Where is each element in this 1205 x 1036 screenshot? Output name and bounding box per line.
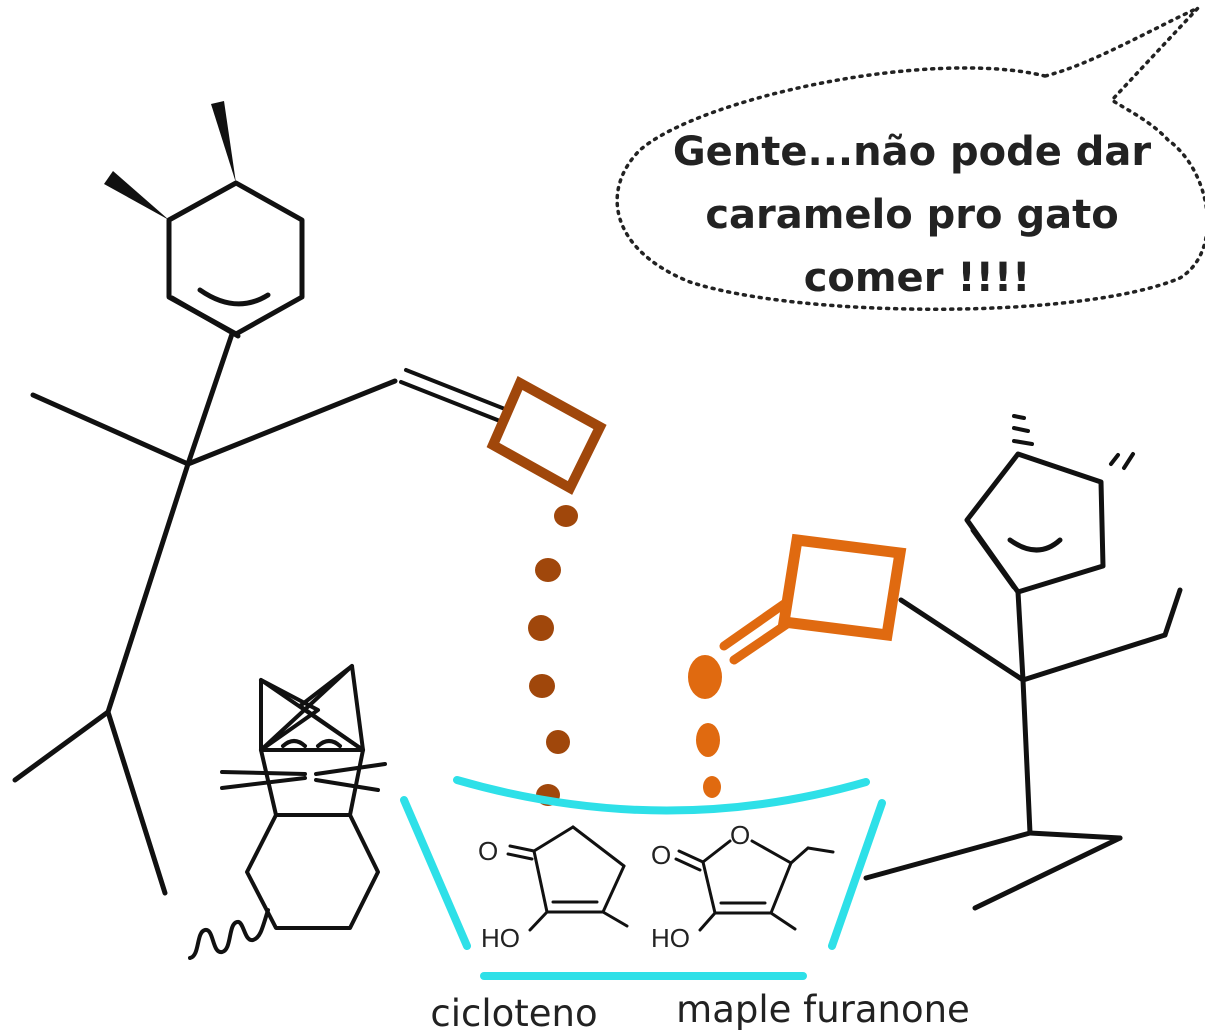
- cat-whisker-4: [314, 778, 380, 792]
- dark-caramel-drops: [528, 505, 578, 806]
- dark-drop-2: [535, 558, 561, 582]
- left-figure-hand-bond-1: [404, 368, 512, 413]
- furanone-bond-c3-c2: [701, 860, 717, 915]
- cat-tail: [188, 908, 270, 960]
- right-figure-hash-1: [1012, 414, 1026, 420]
- cat: [188, 664, 387, 960]
- left-figure-leg-left: [12, 709, 111, 783]
- furanone-ring-o: O: [730, 820, 750, 850]
- furanone-bond-methyl: [769, 911, 797, 931]
- left-figure-leg-right: [105, 709, 168, 896]
- right-figure-hash-3: [1012, 439, 1034, 446]
- bowl-side-left: [400, 796, 471, 950]
- right-figure-hash-2: [1012, 426, 1030, 433]
- cicloteno-carbonyl-o: O: [478, 836, 498, 866]
- right-caramel-group: [719, 533, 907, 665]
- left-figure-wedge-top: [211, 101, 236, 183]
- furanone-bond-ethyl-2: [806, 846, 835, 854]
- right-figure-leg-left: [863, 830, 1033, 881]
- light-drop-3: [703, 776, 721, 798]
- left-figure-wedge-left: [104, 171, 169, 220]
- furanone-bond-c5-c4: [769, 861, 793, 915]
- right-figure-hash-4: [1109, 453, 1120, 466]
- cat-eye-left: [281, 739, 307, 748]
- cat-head-cross-2: [259, 678, 365, 752]
- furanone-bond-ethyl-1: [789, 846, 810, 865]
- right-figure-head-ring: [964, 451, 1106, 595]
- left-caramel-square: [486, 375, 607, 495]
- dark-drop-1: [554, 505, 578, 527]
- cicloteno-bond-oh: [528, 910, 549, 932]
- cicloteno-bond-c5-c1: [532, 849, 549, 914]
- dark-drop-3: [528, 615, 554, 641]
- speech-line-1: Gente...não pode dar: [673, 129, 1152, 175]
- cat-head-cross-1: [259, 664, 354, 752]
- speech-bubble: Gente...não pode dar caramelo pro gato c…: [615, 6, 1205, 311]
- bowl-rim: [453, 776, 870, 815]
- cat-eye-right: [316, 739, 342, 748]
- cicloteno-bond-c3-c4: [601, 864, 626, 914]
- left-figure-ring-double-bond: [169, 295, 241, 339]
- dark-drop-5: [546, 730, 570, 754]
- furanone-hydroxyl: HO: [651, 923, 690, 953]
- left-stick-figure: [12, 101, 512, 896]
- right-figure-forearm: [1162, 587, 1183, 638]
- cicloteno-structure: O HO: [478, 825, 629, 953]
- left-figure-head-ring: [166, 180, 305, 337]
- speech-line-2: caramelo pro gato: [705, 192, 1118, 238]
- furanone-bond-c2-o1: [701, 839, 732, 864]
- cicloteno-bond-c1-c2: [532, 825, 575, 853]
- furanone-bond-oh: [698, 911, 717, 932]
- speech-bubble-outline: [615, 6, 1205, 311]
- right-figure-neck: [1015, 589, 1026, 683]
- left-figure-neck: [185, 331, 235, 467]
- left-figure-hand-bond-2: [399, 380, 507, 425]
- cicloteno-hydroxyl: HO: [481, 923, 520, 953]
- cat-whisker-1: [220, 770, 307, 776]
- furanone-bond-o1-c5: [750, 839, 793, 865]
- right-figure-torso: [1020, 677, 1033, 836]
- right-figure-hash-5: [1122, 452, 1135, 470]
- furanone-carbonyl-1: [677, 849, 705, 864]
- speech-line-3: comer !!!!: [804, 255, 1031, 301]
- right-figure-smile: [1007, 537, 1063, 553]
- right-figure-arm-left: [898, 597, 1026, 683]
- right-figure-leg-right: [1027, 830, 1123, 841]
- bowl-side-right: [828, 799, 886, 950]
- cicloteno-bond-methyl: [601, 910, 629, 928]
- right-figure-foot: [972, 835, 1123, 911]
- cat-body: [245, 813, 380, 930]
- light-drop-2: [696, 723, 720, 757]
- dark-drop-4: [529, 674, 555, 698]
- right-stick-figure: [863, 414, 1183, 911]
- cicloteno-carbonyl-2: [506, 852, 534, 861]
- right-figure-arm-right: [1020, 632, 1168, 683]
- right-caramel-bond-1: [719, 599, 789, 651]
- cat-whisker-3: [314, 762, 387, 776]
- right-caramel-bond-2: [729, 617, 795, 665]
- furanone-carbonyl-2: [674, 857, 702, 872]
- light-caramel-drops: [688, 655, 722, 798]
- left-figure-arm-right: [185, 378, 398, 467]
- left-figure-torso: [105, 461, 191, 715]
- cicloteno-bond-c2-c3: [571, 825, 626, 868]
- cat-ear-right: [298, 664, 365, 752]
- maple-furanone-structure: O O HO: [651, 820, 835, 953]
- caption-cicloteno: cicloteno: [430, 992, 597, 1035]
- cat-ear-left: [259, 678, 320, 752]
- right-caramel-square: [777, 533, 907, 642]
- cicloteno-carbonyl-1: [508, 844, 536, 853]
- right-figure-ring-double-bond: [970, 527, 1017, 590]
- left-figure-arm-left: [30, 392, 191, 467]
- light-drop-1: [688, 655, 722, 699]
- furanone-carbonyl-o: O: [651, 840, 671, 870]
- caption-maple-furanone: maple furanone: [676, 988, 970, 1031]
- cat-whisker-2: [220, 776, 307, 790]
- left-figure-smile: [197, 287, 271, 307]
- bowl: [400, 776, 886, 980]
